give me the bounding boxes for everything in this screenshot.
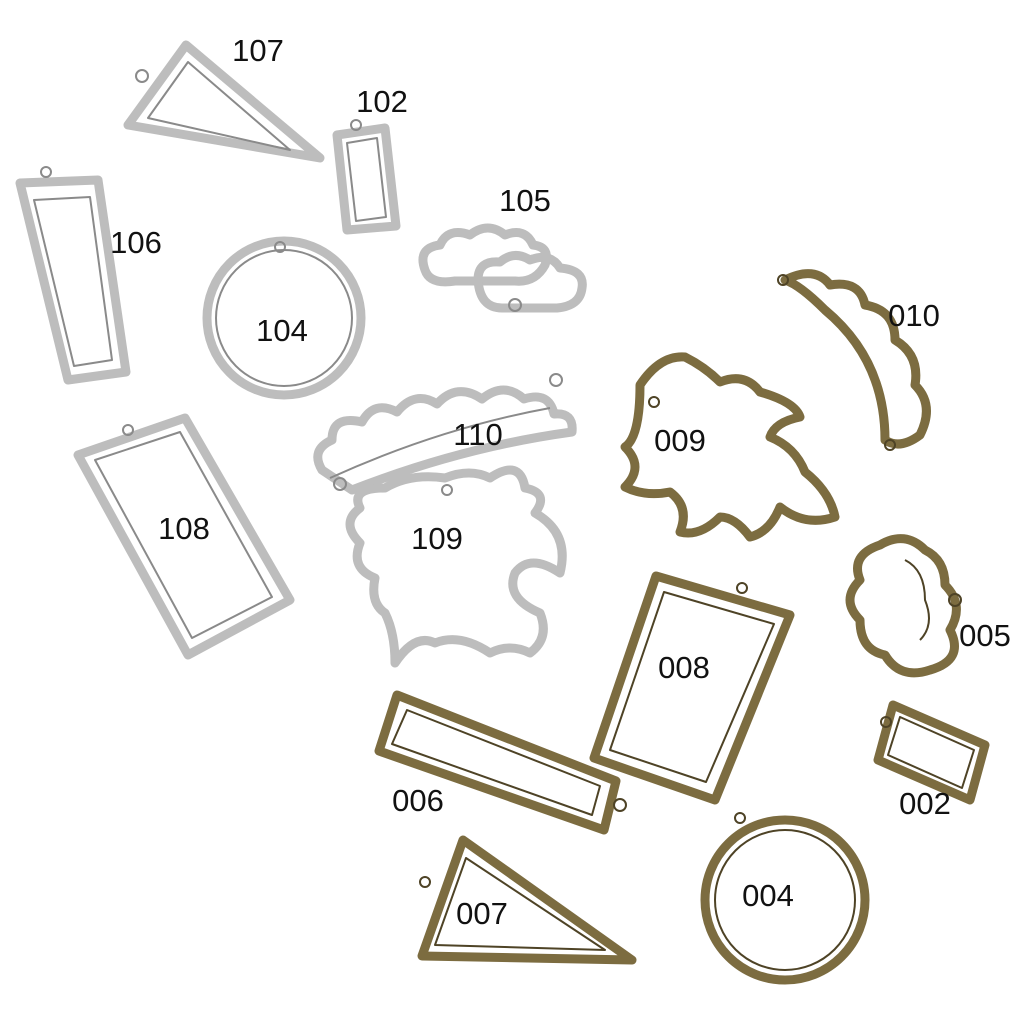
frame-008-rectangle [589,571,795,805]
frame-108-rectangle [73,413,295,660]
label-104: 104 [256,313,308,348]
frame-107-triangle [123,40,325,163]
label-109: 109 [411,521,463,556]
frame-005-cloud [845,534,962,678]
label-108: 108 [158,511,210,546]
frame-006-rectangle [374,690,627,835]
label-008: 008 [658,650,710,685]
frame-110-arc [313,373,577,495]
label-009: 009 [654,423,706,458]
frame-004-circle [700,812,870,985]
label-102: 102 [356,84,408,119]
label-005: 005 [959,618,1011,653]
frame-009-leaf [620,352,840,542]
label-002: 002 [899,786,951,821]
frame-102-rectangle [332,119,401,235]
frame-109-leaf [345,465,567,668]
frame-106-rectangle [15,166,131,385]
label-110: 110 [453,417,502,452]
frame-002-rectangle [873,700,990,805]
frame-105-cloud [418,223,587,313]
label-105: 105 [499,183,551,218]
frame-104-circle [202,236,366,400]
label-106: 106 [110,225,162,260]
label-107: 107 [232,33,284,68]
label-010: 010 [888,298,940,333]
label-007: 007 [456,896,508,931]
label-004: 004 [742,878,794,913]
frame-010-arc [777,269,931,451]
frame-007-triangle [417,835,637,965]
label-006: 006 [392,783,444,818]
